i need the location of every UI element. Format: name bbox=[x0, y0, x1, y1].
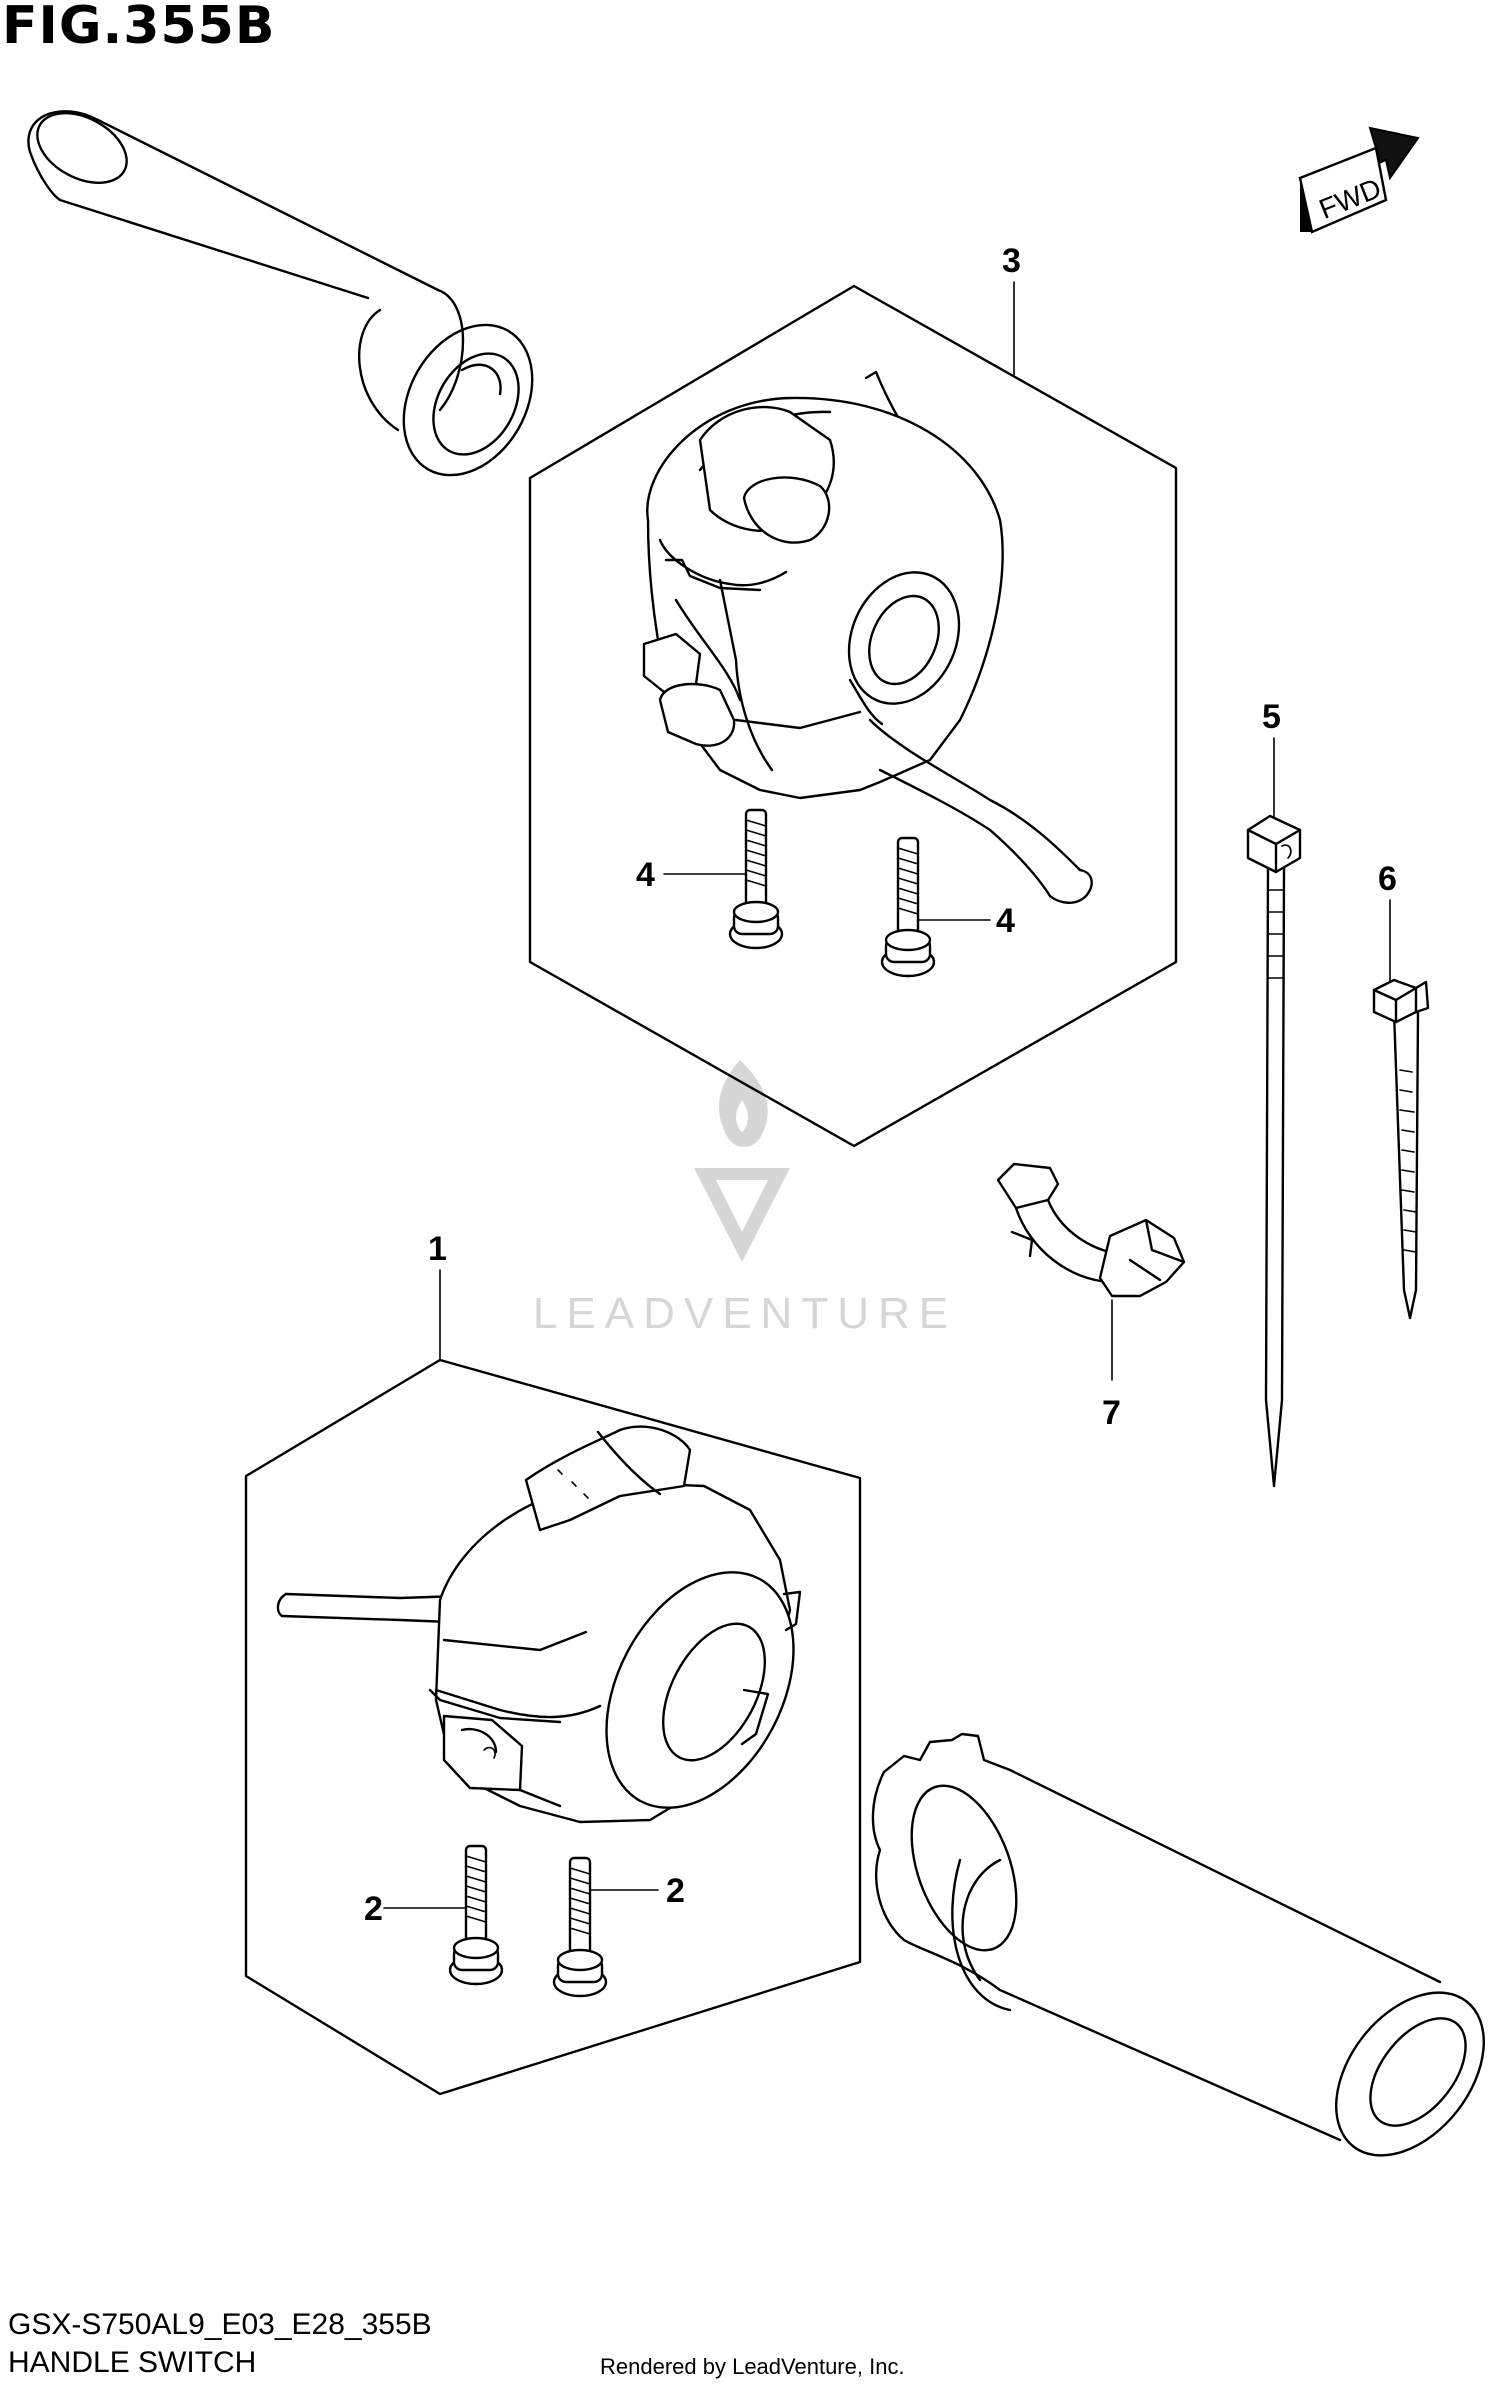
screw-4-right bbox=[880, 836, 936, 978]
figure-title: FIG.355B bbox=[2, 0, 276, 56]
screw-2-left bbox=[448, 1844, 504, 1986]
callout-2-left: 2 bbox=[364, 1890, 383, 1928]
assembly-outline-3 bbox=[528, 284, 1178, 1148]
leader-lines bbox=[383, 281, 1391, 1909]
callout-1: 1 bbox=[428, 1230, 447, 1268]
cable-tie-5 bbox=[1246, 814, 1302, 1488]
screw-2-right bbox=[552, 1856, 608, 1998]
callout-6: 6 bbox=[1378, 860, 1397, 898]
left-handle-switch bbox=[276, 1425, 802, 1824]
cable-tie-6 bbox=[1372, 978, 1430, 1320]
render-credit: Rendered by LeadVenture, Inc. bbox=[600, 2354, 905, 2379]
handlebar-grip-left bbox=[27, 110, 534, 477]
throttle-grip-right bbox=[871, 1732, 1485, 2157]
leadventure-watermark: LEADVENTURE bbox=[533, 1060, 957, 1338]
figure-name: HANDLE SWITCH bbox=[8, 2346, 257, 2379]
callout-7: 7 bbox=[1102, 1394, 1121, 1432]
callout-4-right: 4 bbox=[996, 902, 1015, 940]
wire-clamp-7 bbox=[996, 1162, 1186, 1298]
callout-3: 3 bbox=[1002, 242, 1021, 280]
callout-5: 5 bbox=[1262, 698, 1281, 736]
watermark-text: LEADVENTURE bbox=[533, 1289, 957, 1338]
right-handle-switch bbox=[642, 370, 1093, 904]
screw-4-left bbox=[728, 808, 784, 950]
callout-2-right: 2 bbox=[666, 1872, 685, 1910]
fwd-arrow-icon: FWD bbox=[1298, 126, 1420, 234]
callout-4-left: 4 bbox=[636, 856, 655, 894]
figure-code: GSX-S750AL9_E03_E28_355B bbox=[8, 2308, 432, 2341]
